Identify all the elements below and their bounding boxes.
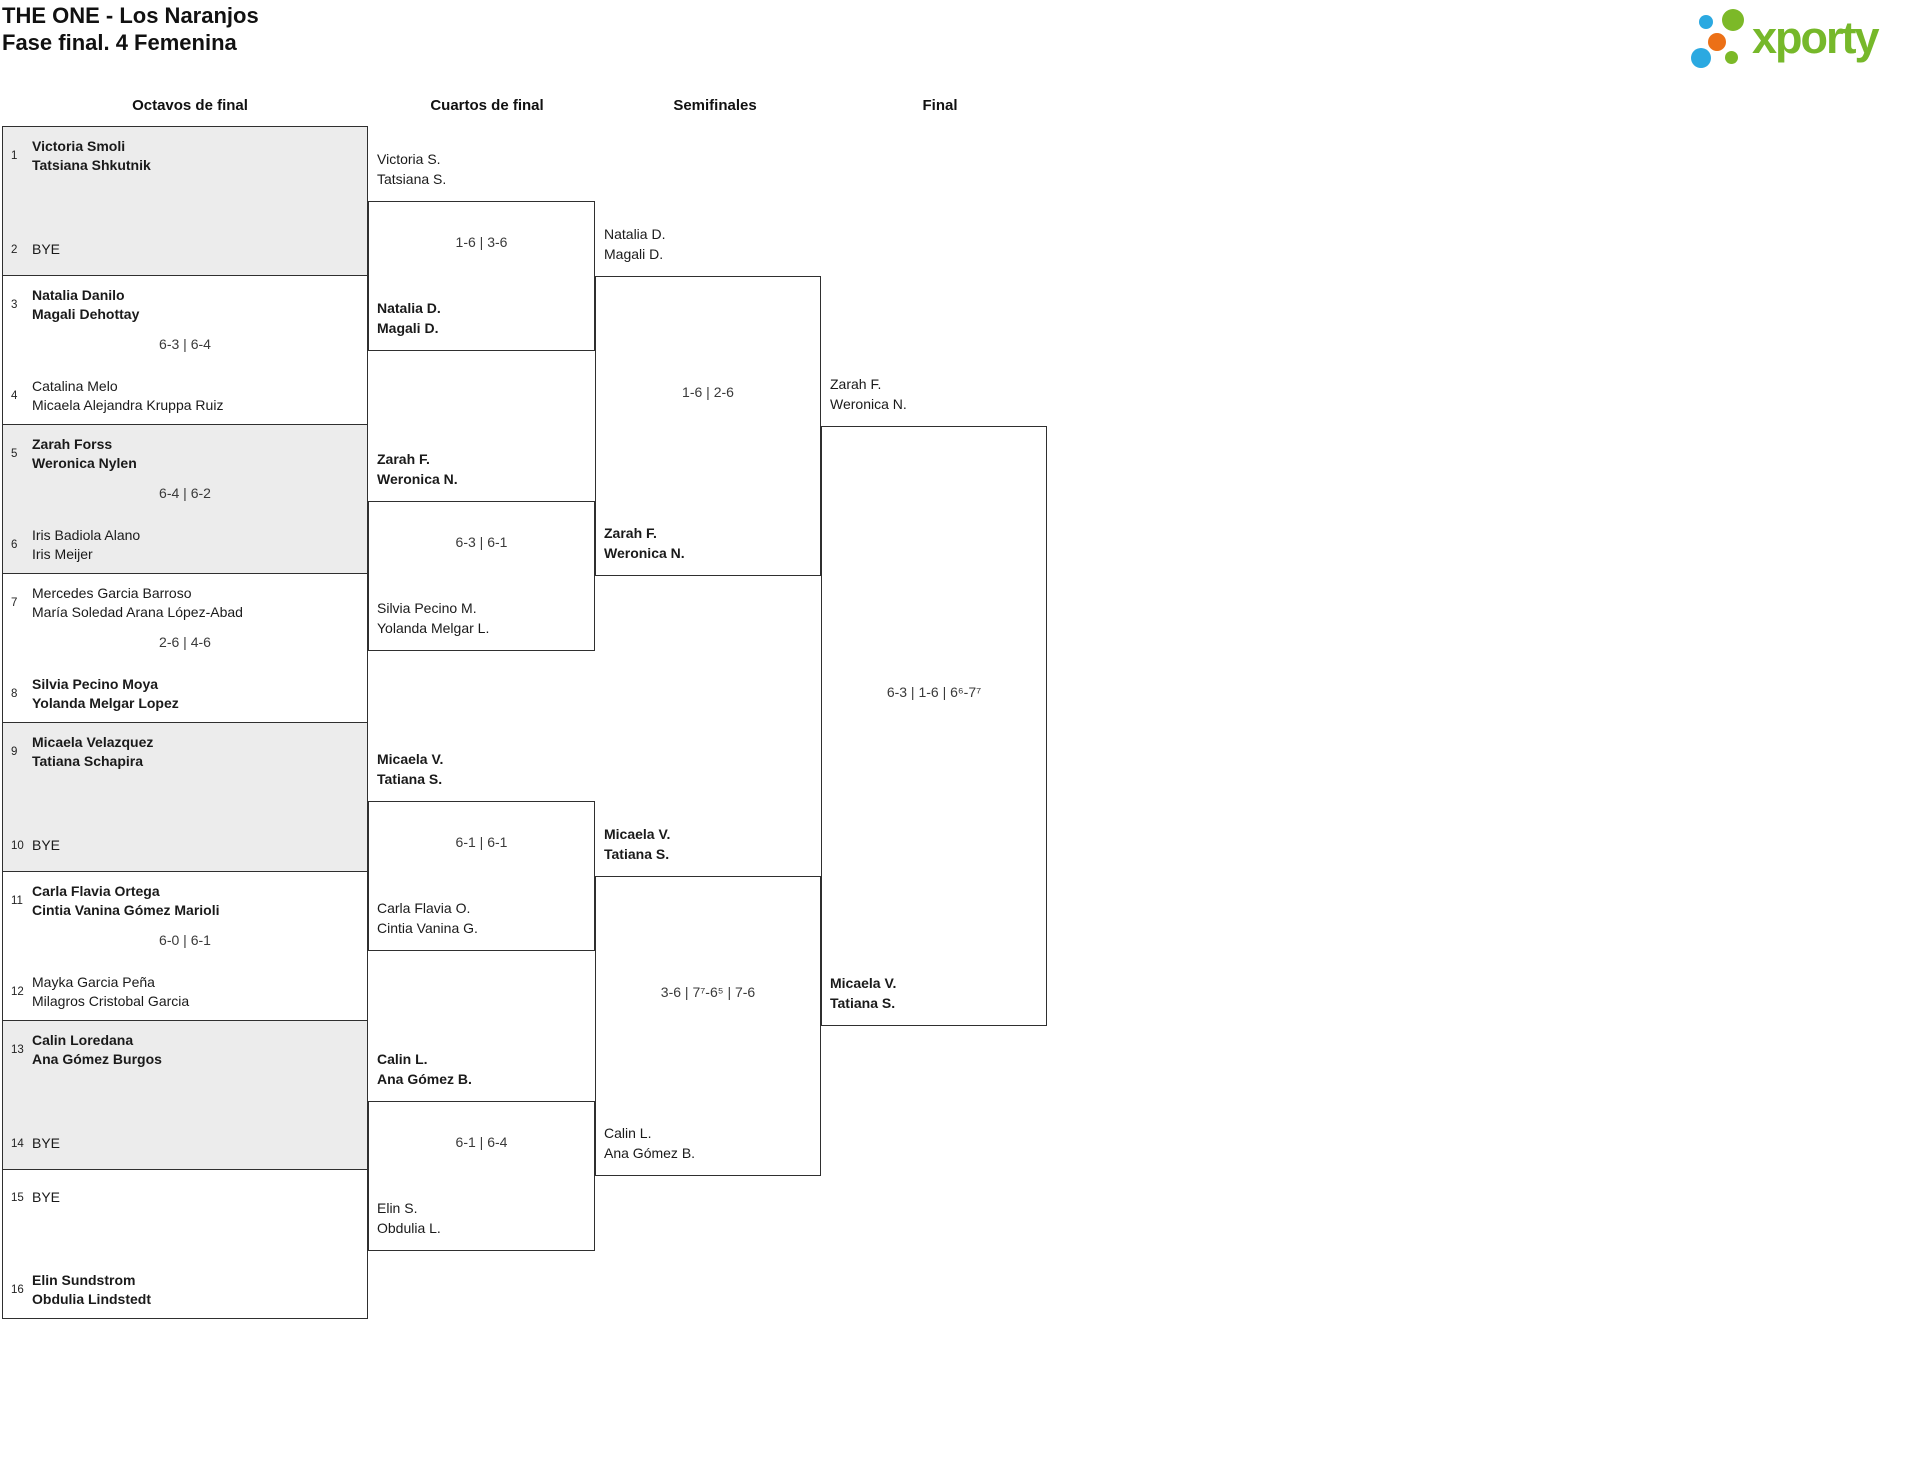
- match-r16-4: 7 Mercedes Garcia Barroso María Soledad …: [2, 573, 368, 723]
- page-subtitle: Fase final. 4 Femenina: [2, 30, 237, 55]
- column-header-final: Final: [922, 97, 958, 114]
- match-semifinal-1: Natalia D. Magali D. 1-6 | 2-6 Zarah F. …: [595, 226, 821, 576]
- logo-dot-icon: [1708, 33, 1726, 51]
- match-semifinal-2: Micaela V. Tatiana S. 3-6 | 7⁷-6⁵ | 7-6 …: [595, 826, 821, 1176]
- logo-dot-icon: [1691, 48, 1711, 68]
- participant-bottom: Carla Flavia O. Cintia Vanina G.: [377, 900, 478, 936]
- seed-number: 1: [11, 150, 18, 162]
- seed-number: 10: [11, 839, 24, 852]
- team-name: BYE: [32, 1189, 61, 1205]
- page-title: THE ONE - Los Naranjos: [2, 3, 259, 28]
- match-score: 6-1 | 6-1: [455, 834, 508, 850]
- participant-bottom: Calin L. Ana Gómez B.: [604, 1125, 696, 1161]
- logo-wordmark: xporty: [1752, 12, 1880, 63]
- header: THE ONE - Los Naranjos Fase final. 4 Fem…: [2, 2, 259, 56]
- match-r16-7: 13 Calin Loredana Ana Gómez Burgos 14 BY…: [2, 1020, 368, 1170]
- team-name: Calin Loredana Ana Gómez Burgos: [32, 1032, 162, 1067]
- match-quarterfinal-1: Victoria S. Tatsiana S. 1-6 | 3-6 Natali…: [368, 151, 595, 351]
- team-name: Victoria Smoli Tatsiana Shkutnik: [32, 138, 151, 173]
- match-score: 6-1 | 6-4: [455, 1134, 508, 1150]
- match-score: 1-6 | 2-6: [682, 384, 734, 400]
- match-quarterfinal-2: Zarah F. Weronica N. 6-3 | 6-1 Silvia Pe…: [368, 451, 595, 651]
- participant-top: Victoria S. Tatsiana S.: [377, 151, 447, 187]
- team-name: Carla Flavia Ortega Cintia Vanina Gómez …: [32, 883, 220, 918]
- xporty-logo[interactable]: xporty: [1690, 6, 1910, 72]
- team-name: Micaela Velazquez Tatiana Schapira: [32, 734, 154, 769]
- match-score: 2-6 | 4-6: [159, 634, 211, 650]
- team-name: BYE: [32, 1135, 61, 1151]
- seed-number: 9: [11, 746, 18, 758]
- seed-number: 14: [11, 1137, 24, 1150]
- team-name: Natalia Danilo Magali Dehottay: [32, 287, 140, 322]
- participant-top: Calin L. Ana Gómez B.: [377, 1051, 472, 1087]
- team-name: Mayka Garcia Peña Milagros Cristobal Gar…: [32, 974, 190, 1009]
- team-name: Iris Badiola Alano Iris Meijer: [32, 527, 141, 562]
- participant-top: Zarah F. Weronica N.: [830, 376, 907, 412]
- team-name: Mercedes Garcia Barroso María Soledad Ar…: [32, 585, 243, 620]
- participant-top: Zarah F. Weronica N.: [377, 451, 458, 487]
- participant-bottom: Natalia D. Magali D.: [377, 300, 441, 336]
- match-quarterfinal-4: Calin L. Ana Gómez B. 6-1 | 6-4 Elin S. …: [368, 1051, 595, 1251]
- seed-number: 2: [11, 243, 18, 256]
- match-r16-6: 11 Carla Flavia Ortega Cintia Vanina Góm…: [2, 871, 368, 1021]
- team-name: Elin Sundstrom Obdulia Lindstedt: [32, 1272, 151, 1307]
- participant-bottom champion: Micaela V. Tatiana S.: [830, 975, 897, 1011]
- participant-top: Natalia D. Magali D.: [604, 226, 666, 262]
- seed-number: 7: [11, 597, 18, 609]
- match-score: 6-3 | 6-4: [159, 336, 211, 352]
- column-header-round-of-16: Octavos de final: [132, 97, 248, 114]
- match-r16-3: 5 Zarah Forss Weronica Nylen 6-4 | 6-2 6…: [2, 424, 368, 574]
- team-name: Silvia Pecino Moya Yolanda Melgar Lopez: [32, 676, 179, 711]
- team-name: Zarah Forss Weronica Nylen: [32, 436, 137, 471]
- match-score: 1-6 | 3-6: [455, 234, 508, 250]
- round-of-16-column: 1 Victoria Smoli Tatsiana Shkutnik 2 BYE…: [2, 126, 368, 1319]
- match-r16-5: 9 Micaela Velazquez Tatiana Schapira 10 …: [2, 722, 368, 872]
- match-score: 6-3 | 1-6 | 6⁶-7⁷: [886, 684, 982, 700]
- participant-bottom: Zarah F. Weronica N.: [604, 525, 685, 561]
- match-final: Zarah F. Weronica N. 6-3 | 1-6 | 6⁶-7⁷ M…: [821, 376, 1047, 1026]
- participant-top: Micaela V. Tatiana S.: [604, 826, 671, 862]
- seed-number: 3: [11, 299, 18, 311]
- participant-top: Micaela V. Tatiana S.: [377, 751, 444, 787]
- seed-number: 4: [11, 390, 18, 402]
- seed-number: 16: [11, 1284, 24, 1296]
- seed-number: 15: [11, 1191, 24, 1204]
- logo-dot-icon: [1725, 51, 1738, 64]
- participant-bottom: Elin S. Obdulia L.: [377, 1200, 441, 1236]
- column-header-quarterfinals: Cuartos de final: [430, 97, 544, 114]
- participant-bottom: Silvia Pecino M. Yolanda Melgar L.: [377, 600, 490, 636]
- seed-number: 8: [11, 688, 18, 700]
- match-r16-2: 3 Natalia Danilo Magali Dehottay 6-3 | 6…: [2, 275, 368, 425]
- match-score: 6-4 | 6-2: [159, 485, 211, 501]
- team-name: BYE: [32, 241, 61, 257]
- logo-dot-icon: [1699, 15, 1713, 29]
- seed-number: 11: [11, 895, 23, 907]
- match-r16-8: 15 BYE 16 Elin Sundstrom Obdulia Lindste…: [2, 1169, 368, 1319]
- seed-number: 12: [11, 986, 24, 998]
- match-r16-1: 1 Victoria Smoli Tatsiana Shkutnik 2 BYE: [2, 126, 368, 276]
- match-score: 6-3 | 6-1: [455, 534, 508, 550]
- match-score: 6-0 | 6-1: [159, 932, 211, 948]
- team-name: Catalina Melo Micaela Alejandra Kruppa R…: [32, 378, 224, 413]
- seed-number: 6: [11, 539, 18, 551]
- match-score: 3-6 | 7⁷-6⁵ | 7-6: [660, 984, 756, 1000]
- column-header-semifinals: Semifinales: [673, 97, 757, 114]
- seed-number: 5: [11, 448, 18, 460]
- match-quarterfinal-3: Micaela V. Tatiana S. 6-1 | 6-1 Carla Fl…: [368, 751, 595, 951]
- seed-number: 13: [11, 1044, 24, 1056]
- team-name: BYE: [32, 837, 61, 853]
- logo-dot-icon: [1722, 9, 1744, 31]
